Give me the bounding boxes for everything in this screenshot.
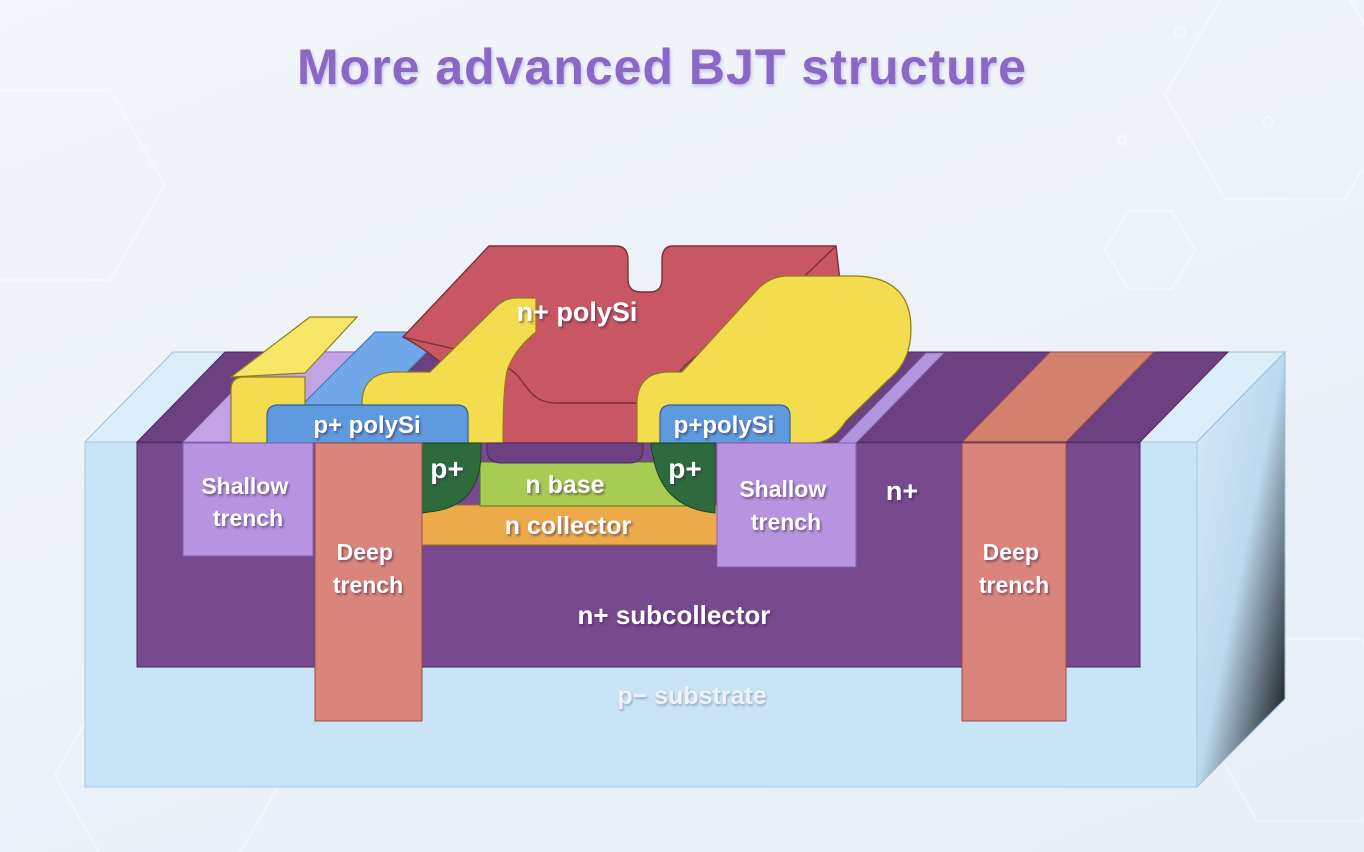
p-polysi-left-box <box>266 404 469 444</box>
label-p-plus-right: p+ <box>668 453 701 484</box>
label-subcollector: n+ subcollector <box>578 600 771 630</box>
label-shallow-trench-right: Shallow trench <box>739 476 832 535</box>
label-n-polysi: n+ polySi <box>517 297 638 327</box>
page-title: More advanced BJT structure <box>297 39 1027 95</box>
label-deep-trench-left: Deep trench <box>333 539 403 598</box>
deep-trench-right <box>961 442 1067 722</box>
shallow-trench-left <box>182 442 314 557</box>
p-plus-right-region <box>650 442 716 514</box>
oxide-bar-left-top-face <box>229 316 359 378</box>
p-polysi-right-box <box>659 404 791 444</box>
label-n-collector: n collector <box>505 512 632 540</box>
label-shallow-trench-left: Shallow trench <box>201 473 294 531</box>
emitter-contact-notch <box>486 442 644 464</box>
label-n-base: n base <box>525 471 604 499</box>
label-n-plus: n+ <box>886 476 918 506</box>
deep-trench-left <box>314 442 423 722</box>
n-collector-region <box>421 504 718 546</box>
label-p-polysi-left: p+ polySi <box>313 412 420 439</box>
label-substrate: p− substrate <box>617 682 766 710</box>
label-p-plus-left: p+ <box>430 453 463 484</box>
label-deep-trench-right: Deep trench <box>979 539 1049 598</box>
label-p-polysi-right: p+polySi <box>674 412 775 439</box>
oxide-spacer-right <box>636 275 912 444</box>
shallow-trench-right <box>716 442 857 568</box>
